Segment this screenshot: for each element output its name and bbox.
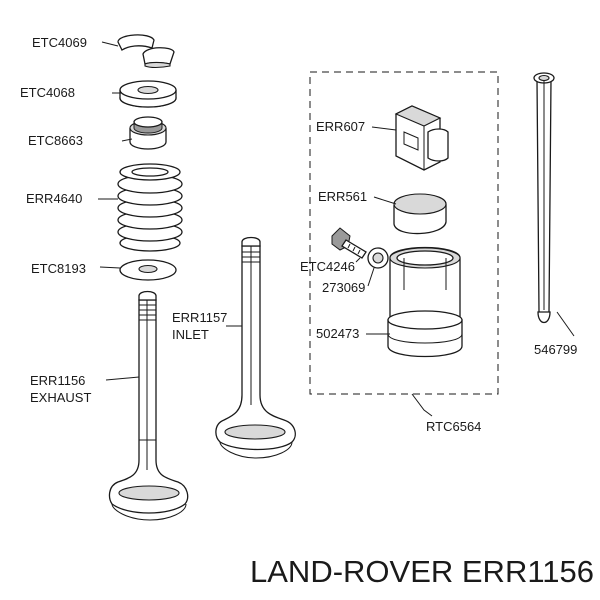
label-exhaust: EXHAUST — [30, 390, 91, 405]
leader-line — [355, 257, 361, 263]
tappet-kit-group-box — [309, 71, 499, 395]
bolt-part — [331, 227, 367, 259]
leader-line — [99, 266, 121, 269]
leader-line — [105, 376, 140, 381]
label-err4640: ERR4640 — [26, 191, 82, 206]
exhaust-valve-part — [108, 290, 189, 521]
spring-washer-part — [119, 259, 177, 281]
leader-line — [121, 138, 133, 142]
label-inlet: INLET — [172, 327, 209, 342]
label-etc8193: ETC8193 — [31, 261, 86, 276]
label-err1156: ERR1156 — [30, 373, 85, 388]
stem-seal-part — [129, 116, 167, 150]
label-err1157: ERR1157 — [172, 310, 227, 325]
tappet-body-part — [393, 193, 447, 235]
spring-cap-part — [119, 80, 177, 108]
label-273069: 273069 — [322, 280, 365, 295]
roller-follower-part — [387, 246, 463, 358]
leader-line — [556, 311, 575, 337]
label-etc4068: ETC4068 — [20, 85, 75, 100]
tappet-guide-part — [394, 105, 449, 171]
leader-line — [101, 41, 119, 47]
leader-line — [373, 196, 397, 205]
label-546799: 546799 — [534, 342, 577, 357]
leader-line — [411, 393, 433, 417]
label-502473: 502473 — [316, 326, 359, 341]
label-rtc6564: RTC6564 — [426, 419, 481, 434]
label-err561: ERR561 — [318, 189, 367, 204]
valve-collets-part — [117, 34, 175, 69]
leader-line — [371, 126, 397, 131]
footer-title: LAND-ROVER ERR1156 — [250, 554, 594, 589]
leader-line — [367, 267, 375, 287]
valve-spring-part — [117, 163, 183, 252]
label-etc8663: ETC8663 — [28, 133, 83, 148]
label-err607: ERR607 — [316, 119, 365, 134]
label-etc4246: ETC4246 — [300, 259, 355, 274]
small-washer-part — [367, 247, 389, 269]
pushrod-part — [533, 72, 555, 324]
label-etc4069: ETC4069 — [32, 35, 87, 50]
inlet-valve-part — [215, 236, 296, 459]
